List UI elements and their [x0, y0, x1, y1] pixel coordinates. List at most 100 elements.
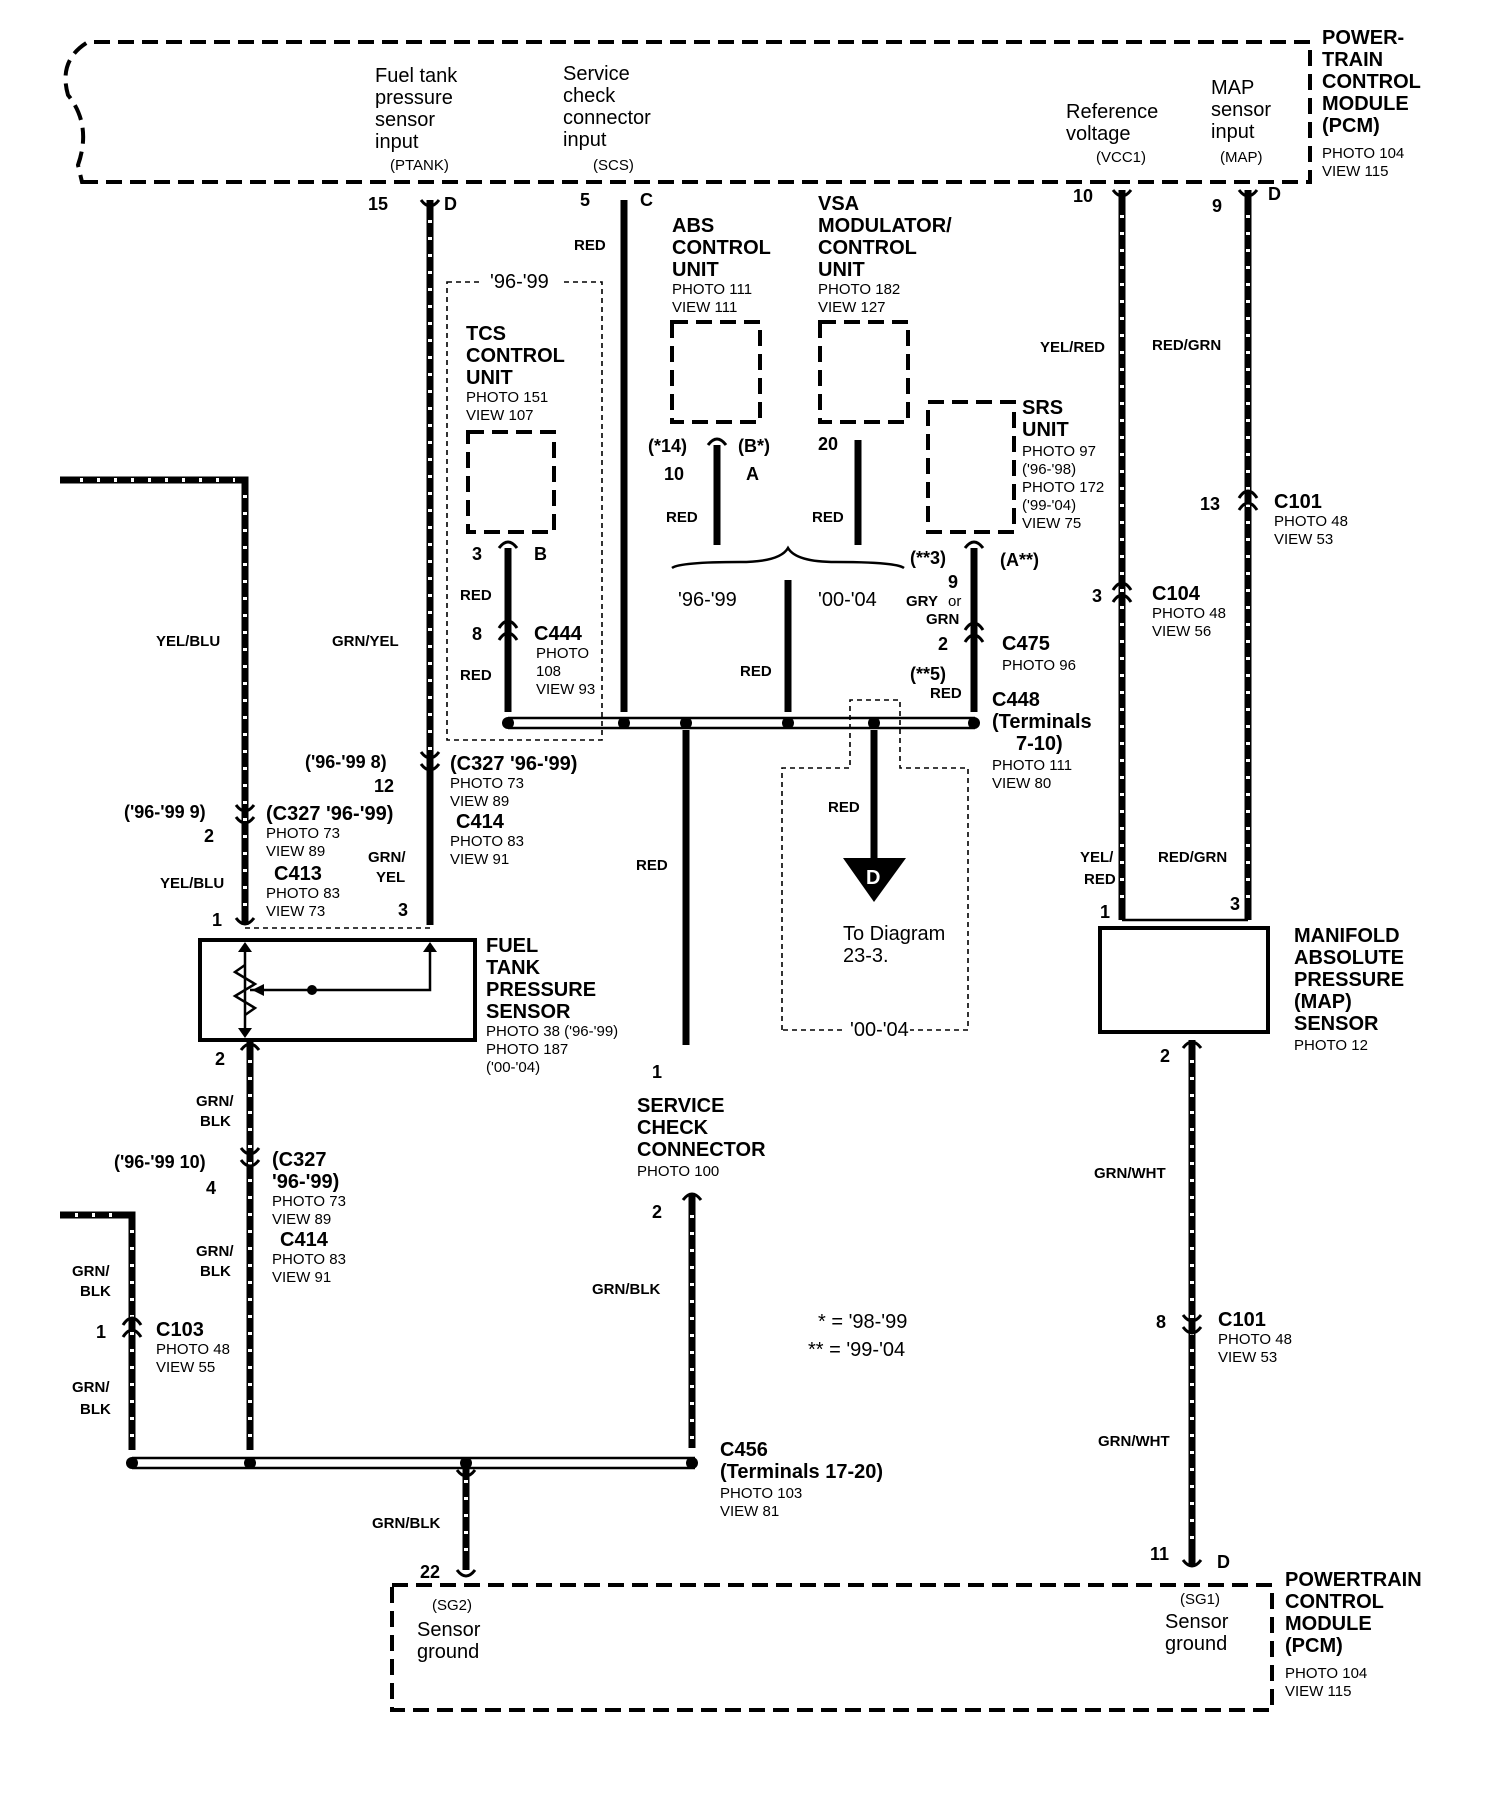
svg-text:3: 3 [398, 900, 408, 920]
svg-text:PHOTO 111: PHOTO 111 [672, 281, 752, 298]
svg-text:4: 4 [206, 1178, 216, 1198]
svg-text:VIEW 56: VIEW 56 [1152, 623, 1211, 640]
svg-text:sensor: sensor [1211, 99, 1271, 121]
svg-text:PHOTO 151: PHOTO 151 [466, 389, 548, 406]
svg-text:C104: C104 [1152, 583, 1201, 605]
pcm-sg1: (SG1) Sensor ground [1165, 1591, 1229, 1655]
svg-text:RED: RED [828, 799, 860, 816]
svg-text:PHOTO 97: PHOTO 97 [1022, 443, 1096, 460]
pcm-top-pins: 15 D 5 C 10 9 D [368, 184, 1281, 216]
svg-text:check: check [563, 85, 616, 107]
svg-text:(PTANK): (PTANK) [390, 157, 449, 174]
svg-text:PHOTO 83: PHOTO 83 [450, 833, 524, 850]
svg-text:RED: RED [1084, 871, 1116, 888]
svg-text:BLK: BLK [200, 1113, 231, 1130]
svg-text:VIEW 115: VIEW 115 [1322, 163, 1388, 180]
svg-text:C: C [640, 190, 653, 210]
svg-text:pressure: pressure [375, 87, 453, 109]
conn-c456: C456 (Terminals 17-20) PHOTO 103 VIEW 81 [720, 1439, 883, 1520]
svg-text:ABSOLUTE: ABSOLUTE [1294, 947, 1404, 969]
svg-text:RED: RED [740, 663, 772, 680]
year-labels: '96-'99 '00-'04 [678, 589, 877, 611]
svg-text:TANK: TANK [486, 957, 541, 979]
svg-text:10: 10 [1073, 186, 1093, 206]
svg-text:9: 9 [1212, 196, 1222, 216]
svg-text:2: 2 [215, 1049, 225, 1069]
svg-text:POWERTRAIN: POWERTRAIN [1285, 1569, 1422, 1591]
svg-text:RED: RED [930, 685, 962, 702]
svg-text:YEL/BLU: YEL/BLU [156, 633, 220, 650]
pcm-top-title: POWER- TRAIN CONTROL MODULE (PCM) PHOTO … [1322, 27, 1421, 180]
conn-c448: (**5) C448 (Terminals 7-10) PHOTO 111 VI… [910, 664, 1092, 792]
svg-text:VIEW 91: VIEW 91 [450, 851, 509, 868]
svg-text:TCS: TCS [466, 323, 506, 345]
svg-text:1: 1 [96, 1322, 106, 1342]
svg-text:VIEW 53: VIEW 53 [1274, 531, 1333, 548]
svg-text:UNIT: UNIT [1022, 419, 1069, 441]
svg-text:PHOTO 48: PHOTO 48 [1274, 513, 1348, 530]
svg-text:CONTROL: CONTROL [1285, 1591, 1384, 1613]
svg-text:PHOTO 73: PHOTO 73 [272, 1193, 346, 1210]
svg-text:UNIT: UNIT [818, 259, 865, 281]
svg-text:'96-'99: '96-'99 [678, 589, 737, 611]
svg-text:PHOTO 73: PHOTO 73 [450, 775, 524, 792]
svg-text:C456: C456 [720, 1439, 768, 1461]
svg-text:('96-'98): ('96-'98) [1022, 461, 1076, 478]
svg-text:'96-'99): '96-'99) [272, 1171, 339, 1193]
svg-text:VIEW 53: VIEW 53 [1218, 1349, 1277, 1366]
svg-text:PHOTO 104: PHOTO 104 [1322, 145, 1404, 162]
svg-text:A: A [746, 464, 759, 484]
svg-text:C448: C448 [992, 689, 1040, 711]
svg-text:7-10): 7-10) [1016, 733, 1063, 755]
svg-text:B: B [534, 544, 547, 564]
svg-text:MODULE: MODULE [1322, 93, 1409, 115]
fuel-sensor-box [198, 938, 477, 1042]
svg-text:FUEL: FUEL [486, 935, 538, 957]
svg-text:2: 2 [204, 826, 214, 846]
svg-text:Fuel tank: Fuel tank [375, 65, 458, 87]
svg-text:C101: C101 [1218, 1309, 1266, 1331]
svg-text:VIEW 80: VIEW 80 [992, 775, 1051, 792]
svg-text:(SG1): (SG1) [1180, 1591, 1220, 1608]
svg-text:input: input [563, 129, 607, 151]
svg-text:9: 9 [948, 572, 958, 592]
svg-text:Sensor: Sensor [1165, 1611, 1229, 1633]
svg-text:SRS: SRS [1022, 397, 1063, 419]
fuel-sensor-labels: FUEL TANK PRESSURE SENSOR PHOTO 38 ('96-… [212, 900, 618, 1076]
svg-text:C103: C103 [156, 1319, 204, 1341]
svg-text:1: 1 [1100, 902, 1110, 922]
svg-text:Sensor: Sensor [417, 1619, 481, 1641]
conn-c327b: ('96-'99 9) 2 (C327 '96-'99) PHOTO 73 VI… [124, 802, 393, 920]
svg-text:GRN/: GRN/ [368, 849, 406, 866]
svg-text:VIEW 107: VIEW 107 [466, 407, 534, 424]
svg-text:RED: RED [636, 857, 668, 874]
svg-text:BLK: BLK [80, 1283, 111, 1300]
svg-text:3: 3 [472, 544, 482, 564]
svg-text:RED: RED [460, 667, 492, 684]
svg-text:D: D [1217, 1552, 1230, 1572]
svg-text:(MAP): (MAP) [1220, 149, 1263, 166]
svg-text:RED/GRN: RED/GRN [1158, 849, 1227, 866]
svg-text:PHOTO 12: PHOTO 12 [1294, 1037, 1368, 1054]
svg-text:or: or [948, 593, 961, 610]
wire-color-labels: RED RED RED RED RED RED RED RED RED YEL/… [72, 237, 1227, 1532]
offpage-arrow [843, 858, 906, 902]
svg-text:PHOTO 111: PHOTO 111 [992, 757, 1072, 774]
svg-text:8: 8 [472, 624, 482, 644]
svg-text:GRN/WHT: GRN/WHT [1094, 1165, 1166, 1182]
svg-text:(Terminals 17-20): (Terminals 17-20) [720, 1461, 883, 1483]
svg-text:1: 1 [652, 1062, 662, 1082]
svg-text:CONTROL: CONTROL [818, 237, 917, 259]
svg-text:SENSOR: SENSOR [1294, 1013, 1379, 1035]
svg-text:PHOTO 104: PHOTO 104 [1285, 1665, 1367, 1682]
svg-text:C414: C414 [280, 1229, 329, 1251]
svg-text:VIEW 75: VIEW 75 [1022, 515, 1081, 532]
svg-text:VIEW 55: VIEW 55 [156, 1359, 215, 1376]
svg-text:RED: RED [666, 509, 698, 526]
svg-text:C414: C414 [456, 811, 505, 833]
svg-text:PHOTO: PHOTO [536, 645, 589, 662]
svg-text:VIEW 89: VIEW 89 [272, 1211, 331, 1228]
pcm-top-box [63, 40, 1312, 184]
svg-text:PHOTO 187: PHOTO 187 [486, 1041, 568, 1058]
tcs-unit-labels: '96-'99 TCS CONTROL UNIT PHOTO 151 VIEW … [466, 270, 565, 564]
